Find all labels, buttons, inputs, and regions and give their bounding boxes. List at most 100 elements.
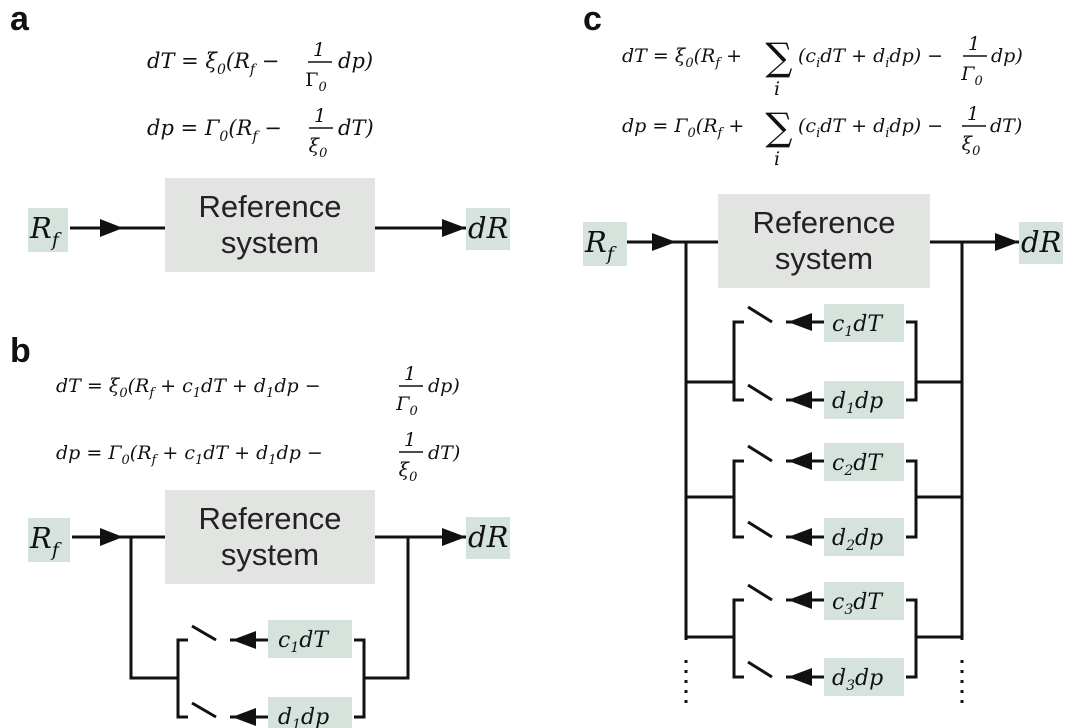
feedback-wire-right: [364, 537, 410, 680]
panel-c-equation-2: dp = Γ0(Rf + ∑ i (cidT + didp) − 1 ξ0 dT…: [622, 103, 1022, 170]
switch-c1: [191, 624, 268, 649]
signal-c1dT: c1dT: [278, 628, 330, 656]
right-bracket: [906, 598, 918, 679]
feedback-group-2: c2dT d2dp: [686, 443, 962, 556]
left-bracket: [732, 320, 744, 402]
signal-d3dp: d3dp: [832, 666, 883, 694]
output-signal-box: [466, 208, 510, 250]
panel-c-equation-1: dT = ξ0(Rf + ∑ i (cidT + didp) − 1 Γ0 dp…: [622, 33, 1023, 100]
svg-text:1: 1: [968, 33, 980, 55]
reference-system-box: [165, 178, 375, 272]
svg-text:Γ0: Γ0: [305, 69, 326, 95]
svg-text:dT): dT): [338, 116, 374, 140]
output-arrow: [442, 528, 466, 546]
reference-system-label-line2: system: [221, 225, 319, 260]
panel-b-label: b: [10, 332, 31, 370]
input-arrow: [100, 528, 123, 546]
left-bracket: [176, 638, 188, 719]
output-signal-dr: dR: [468, 211, 508, 245]
signal-d1dp: d1dp: [832, 389, 883, 417]
svg-text:(cidT + didp) −: (cidT + didp) −: [798, 115, 943, 141]
svg-text:(cidT + didp) −: (cidT + didp) −: [798, 45, 943, 71]
panel-a-equation-1: dT = ξ0(Rf − 1 Γ0 dp): [147, 39, 373, 95]
svg-text:dp = Γ0(Rf +: dp = Γ0(Rf +: [622, 115, 744, 141]
svg-text:∑: ∑: [765, 35, 792, 79]
right-bracket: [906, 459, 918, 539]
svg-text:dp): dp): [991, 45, 1023, 67]
signal-c2dT: c2dT: [832, 451, 884, 479]
svg-text:dT = ξ0(Rf +: dT = ξ0(Rf +: [622, 45, 742, 71]
signal-box-c3dT: [824, 582, 904, 620]
signal-box-d2dp: [824, 518, 904, 556]
switch-arrow: [232, 631, 256, 649]
signal-box-c1dT: [268, 620, 352, 658]
signal-c3dT: c3dT: [832, 590, 884, 618]
svg-text:dp): dp): [338, 49, 373, 73]
output-signal-dr: dR: [468, 520, 508, 554]
svg-text:ξ0: ξ0: [399, 459, 418, 485]
output-arrow: [995, 233, 1019, 251]
panel-a: a dT = ξ0(Rf − 1 Γ0 dp) dp = Γ0(Rf − 1 ξ…: [10, 0, 510, 272]
input-signal-rf: Rf: [29, 521, 62, 561]
reference-system-label-line2: system: [775, 241, 873, 276]
feedback-group-1: c1dT d1dp: [686, 304, 962, 419]
switch-c2: [747, 444, 773, 463]
panel-b: b dT = ξ0(Rf + c1dT + d1dp − 1 Γ0 dp) dp…: [10, 332, 510, 728]
switch-arrow: [788, 452, 812, 470]
input-signal-rf: Rf: [584, 225, 617, 265]
svg-text:∑: ∑: [765, 105, 792, 149]
reference-system-label-line1: Reference: [752, 205, 895, 240]
panel-a-equation-2: dp = Γ0(Rf − 1 ξ0 dT): [147, 105, 374, 161]
switch-d3: [747, 660, 773, 679]
signal-box-c2dT: [824, 443, 904, 481]
left-bracket: [732, 598, 744, 679]
svg-text:1: 1: [404, 429, 416, 451]
output-arrow: [442, 219, 466, 237]
input-signal-box: [28, 518, 70, 562]
input-signal-rf: Rf: [29, 211, 62, 251]
svg-text:dT): dT): [428, 442, 460, 464]
signal-box-d1dp: [268, 697, 352, 728]
switch-arrow: [232, 708, 256, 726]
switch-arrow: [788, 668, 812, 686]
svg-text:dp = Γ0(Rf + c1dT + d1dp −: dp = Γ0(Rf + c1dT + d1dp −: [56, 442, 323, 468]
output-signal-dr: dR: [1021, 225, 1061, 259]
reference-system-label-line1: Reference: [198, 501, 341, 536]
svg-text:ξ0: ξ0: [309, 135, 328, 161]
switch-c3: [747, 583, 773, 602]
panel-b-equation-2: dp = Γ0(Rf + c1dT + d1dp − 1 ξ0 dT): [56, 429, 460, 485]
svg-text:1: 1: [404, 363, 416, 385]
right-bracket: [354, 638, 366, 719]
svg-text:dT): dT): [990, 115, 1022, 137]
switch-arrow: [788, 591, 812, 609]
panel-c-label: c: [583, 0, 602, 38]
left-bracket: [732, 459, 744, 539]
right-bracket: [906, 320, 918, 402]
signal-box-d1dp: [824, 381, 904, 419]
svg-text:dT = ξ0(Rf −: dT = ξ0(Rf −: [147, 49, 279, 78]
reference-system-box: [165, 490, 375, 584]
svg-text:i: i: [774, 148, 780, 170]
svg-text:dT = ξ0(Rf + c1dT + d1dp −: dT = ξ0(Rf + c1dT + d1dp −: [56, 375, 321, 401]
switch-d1: [747, 383, 773, 402]
input-arrow: [100, 219, 123, 237]
svg-text:Γ0: Γ0: [395, 393, 417, 419]
output-signal-box: [466, 517, 510, 559]
svg-text:1: 1: [967, 103, 979, 125]
svg-text:1: 1: [313, 39, 325, 61]
svg-text:dp = Γ0(Rf −: dp = Γ0(Rf −: [147, 116, 282, 145]
reference-system-box: [718, 194, 930, 288]
svg-text:Γ0: Γ0: [960, 63, 982, 89]
switch-arrow: [788, 528, 812, 546]
switch-d2: [747, 520, 773, 539]
svg-text:1: 1: [314, 105, 326, 127]
svg-text:dp): dp): [428, 375, 460, 397]
svg-text:i: i: [774, 78, 780, 100]
panel-c: c dT = ξ0(Rf + ∑ i (cidT + didp) − 1 Γ0 …: [583, 0, 1063, 710]
feedback-group-3: c3dT d3dp: [686, 582, 962, 696]
panel-a-label: a: [10, 0, 30, 38]
signal-box-d3dp: [824, 658, 904, 696]
switch-c1: [747, 305, 773, 324]
